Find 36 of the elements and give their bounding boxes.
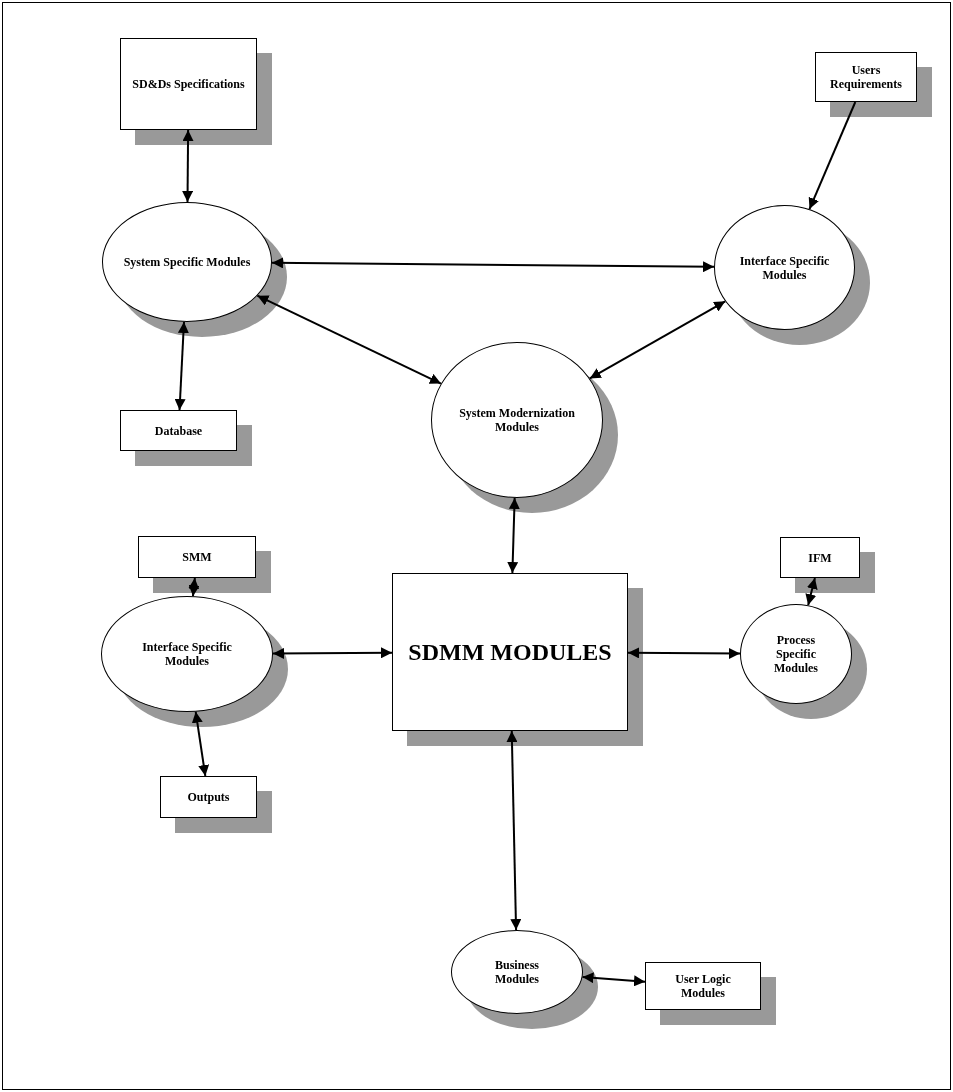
- double-arrow: [182, 129, 194, 203]
- node-label: Users Requirements: [829, 63, 903, 91]
- node-label: SMM: [182, 550, 212, 564]
- node-label: Database: [154, 423, 203, 438]
- node-label: IFM: [808, 550, 832, 565]
- process-box: [120, 410, 237, 451]
- double-arrow: [581, 972, 646, 987]
- double-arrow: [191, 710, 210, 777]
- node-label: Process Specific Modules: [773, 633, 819, 675]
- arrow: [808, 101, 857, 211]
- process-box: [645, 962, 761, 1010]
- process-box: [780, 537, 860, 578]
- double-arrow: [627, 647, 741, 660]
- process-box: [138, 536, 256, 578]
- double-arrow: [271, 257, 715, 273]
- node-label: SD&Ds Specifications: [132, 77, 245, 91]
- node-label: System Modernization Modules: [458, 406, 576, 434]
- process-box: [120, 38, 257, 130]
- process-box: [815, 52, 917, 102]
- process-box: [160, 776, 257, 818]
- process-box: [392, 573, 628, 731]
- double-arrow: [507, 496, 520, 574]
- double-arrow: [588, 300, 727, 380]
- node-label: Interface Specific Modules: [738, 253, 831, 282]
- double-arrow: [506, 730, 522, 931]
- node-label: User Logic Modules: [674, 972, 732, 1000]
- double-arrow: [188, 577, 200, 598]
- node-label: Interface Specific Modules: [141, 640, 233, 668]
- node-label: System Specific Modules: [123, 255, 251, 269]
- node-label: Business Modules: [494, 958, 540, 986]
- double-arrow: [174, 320, 189, 411]
- node-label: Outputs: [187, 790, 230, 804]
- double-arrow: [272, 647, 393, 659]
- double-arrow: [256, 294, 442, 385]
- double-arrow: [805, 577, 818, 607]
- node-label: SDMM MODULES: [408, 638, 612, 666]
